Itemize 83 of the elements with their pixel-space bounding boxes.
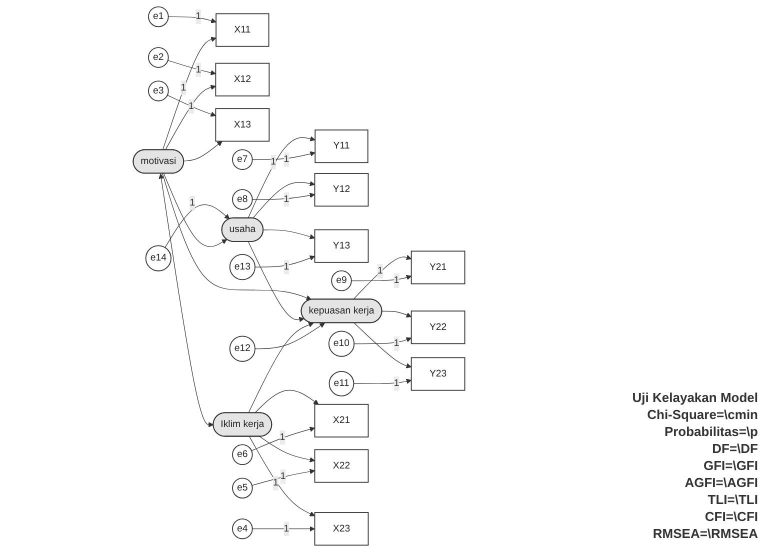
arrow (248, 136, 316, 218)
arrow (252, 180, 315, 219)
arrow (382, 310, 412, 318)
node-circle: e4 (232, 518, 253, 540)
arrow (249, 436, 315, 516)
arrow (163, 173, 228, 247)
edge-label: 1 (378, 266, 383, 276)
edge-label: 1 (284, 194, 290, 204)
fit-index-text: RMSEA=\RMSEA (652, 525, 758, 542)
node-box: Y13 (314, 229, 369, 263)
node-circle: e12 (229, 336, 256, 362)
edge-label: 1 (284, 262, 290, 272)
edge-label: 1 (394, 338, 400, 349)
edge-label: 1 (280, 432, 286, 442)
arrow (252, 192, 315, 200)
node-box: Y23 (410, 357, 466, 391)
node-circle: e7 (232, 149, 253, 170)
fit-index-text: Probabilitas=\p (664, 423, 758, 440)
arrow (158, 174, 214, 428)
edge-label: 1 (190, 198, 195, 208)
fit-index-text: AGFI=\AGFI (684, 474, 758, 491)
edge-label: 1 (272, 478, 278, 488)
fit-index-text: CFI=\CFI (704, 508, 758, 525)
node-circle: e13 (229, 254, 256, 280)
edge-label: 1 (180, 82, 186, 93)
arrow (352, 254, 412, 300)
edge-label: 1 (394, 378, 400, 388)
fit-index-text: Chi-Square=\cmin (647, 406, 758, 423)
arrow (251, 426, 315, 452)
node-box: X21 (314, 404, 369, 438)
node-box: X12 (215, 62, 270, 96)
arrow (167, 94, 216, 117)
node-circle: e3 (148, 80, 169, 102)
node-circle: e2 (148, 47, 169, 68)
fit-index-text: Uji Kelayakan Model (632, 389, 758, 406)
edge-label: 1 (284, 523, 290, 534)
node-circle: e8 (232, 189, 253, 210)
arrow (168, 16, 216, 24)
arrow (168, 60, 216, 76)
node-box: Y11 (314, 130, 368, 164)
node-box: Y21 (410, 250, 466, 284)
node-box: Y12 (314, 173, 369, 207)
node-circle: e5 (232, 478, 253, 498)
node-box: X22 (314, 449, 369, 483)
arrow (354, 337, 412, 344)
arrow (263, 230, 315, 240)
arrow (351, 274, 412, 282)
arrow (254, 390, 319, 414)
node-box: X23 (314, 512, 369, 546)
edge-label: 1 (196, 64, 202, 75)
fit-index-text: GFI=\GFI (703, 457, 758, 474)
arrow (248, 322, 314, 414)
arrow (252, 526, 315, 532)
arrow (165, 84, 216, 150)
arrow (252, 468, 315, 486)
edge-label: 1 (394, 275, 400, 286)
edge-label: 1 (270, 156, 276, 167)
node-box: X11 (216, 13, 270, 47)
arrow (254, 322, 325, 350)
fit-index-text: DF=\DF (712, 440, 758, 457)
edge-label: 1 (280, 471, 286, 482)
edge-label: 1 (284, 154, 290, 164)
arrow (162, 173, 312, 300)
arrow (248, 241, 304, 322)
node-circle: e10 (328, 330, 355, 357)
node-circle: e14 (145, 245, 172, 272)
arrow (353, 378, 412, 384)
arrow (162, 36, 216, 150)
arrow (184, 140, 222, 162)
edge-label: 1 (196, 11, 202, 22)
node-box: Y22 (410, 310, 466, 344)
arrow (164, 204, 230, 248)
arrow (354, 322, 412, 368)
node-box: X13 (215, 108, 270, 142)
fit-index-text: TLI=\TLI (708, 491, 758, 508)
arrow (259, 436, 315, 462)
node-circle: e11 (328, 370, 354, 396)
edge-label: 1 (188, 100, 194, 112)
node-circle: e9 (331, 270, 352, 292)
node-circle: e6 (232, 444, 253, 465)
node-circle: e1 (148, 6, 169, 28)
arrow (252, 151, 316, 160)
arrow (254, 255, 315, 268)
